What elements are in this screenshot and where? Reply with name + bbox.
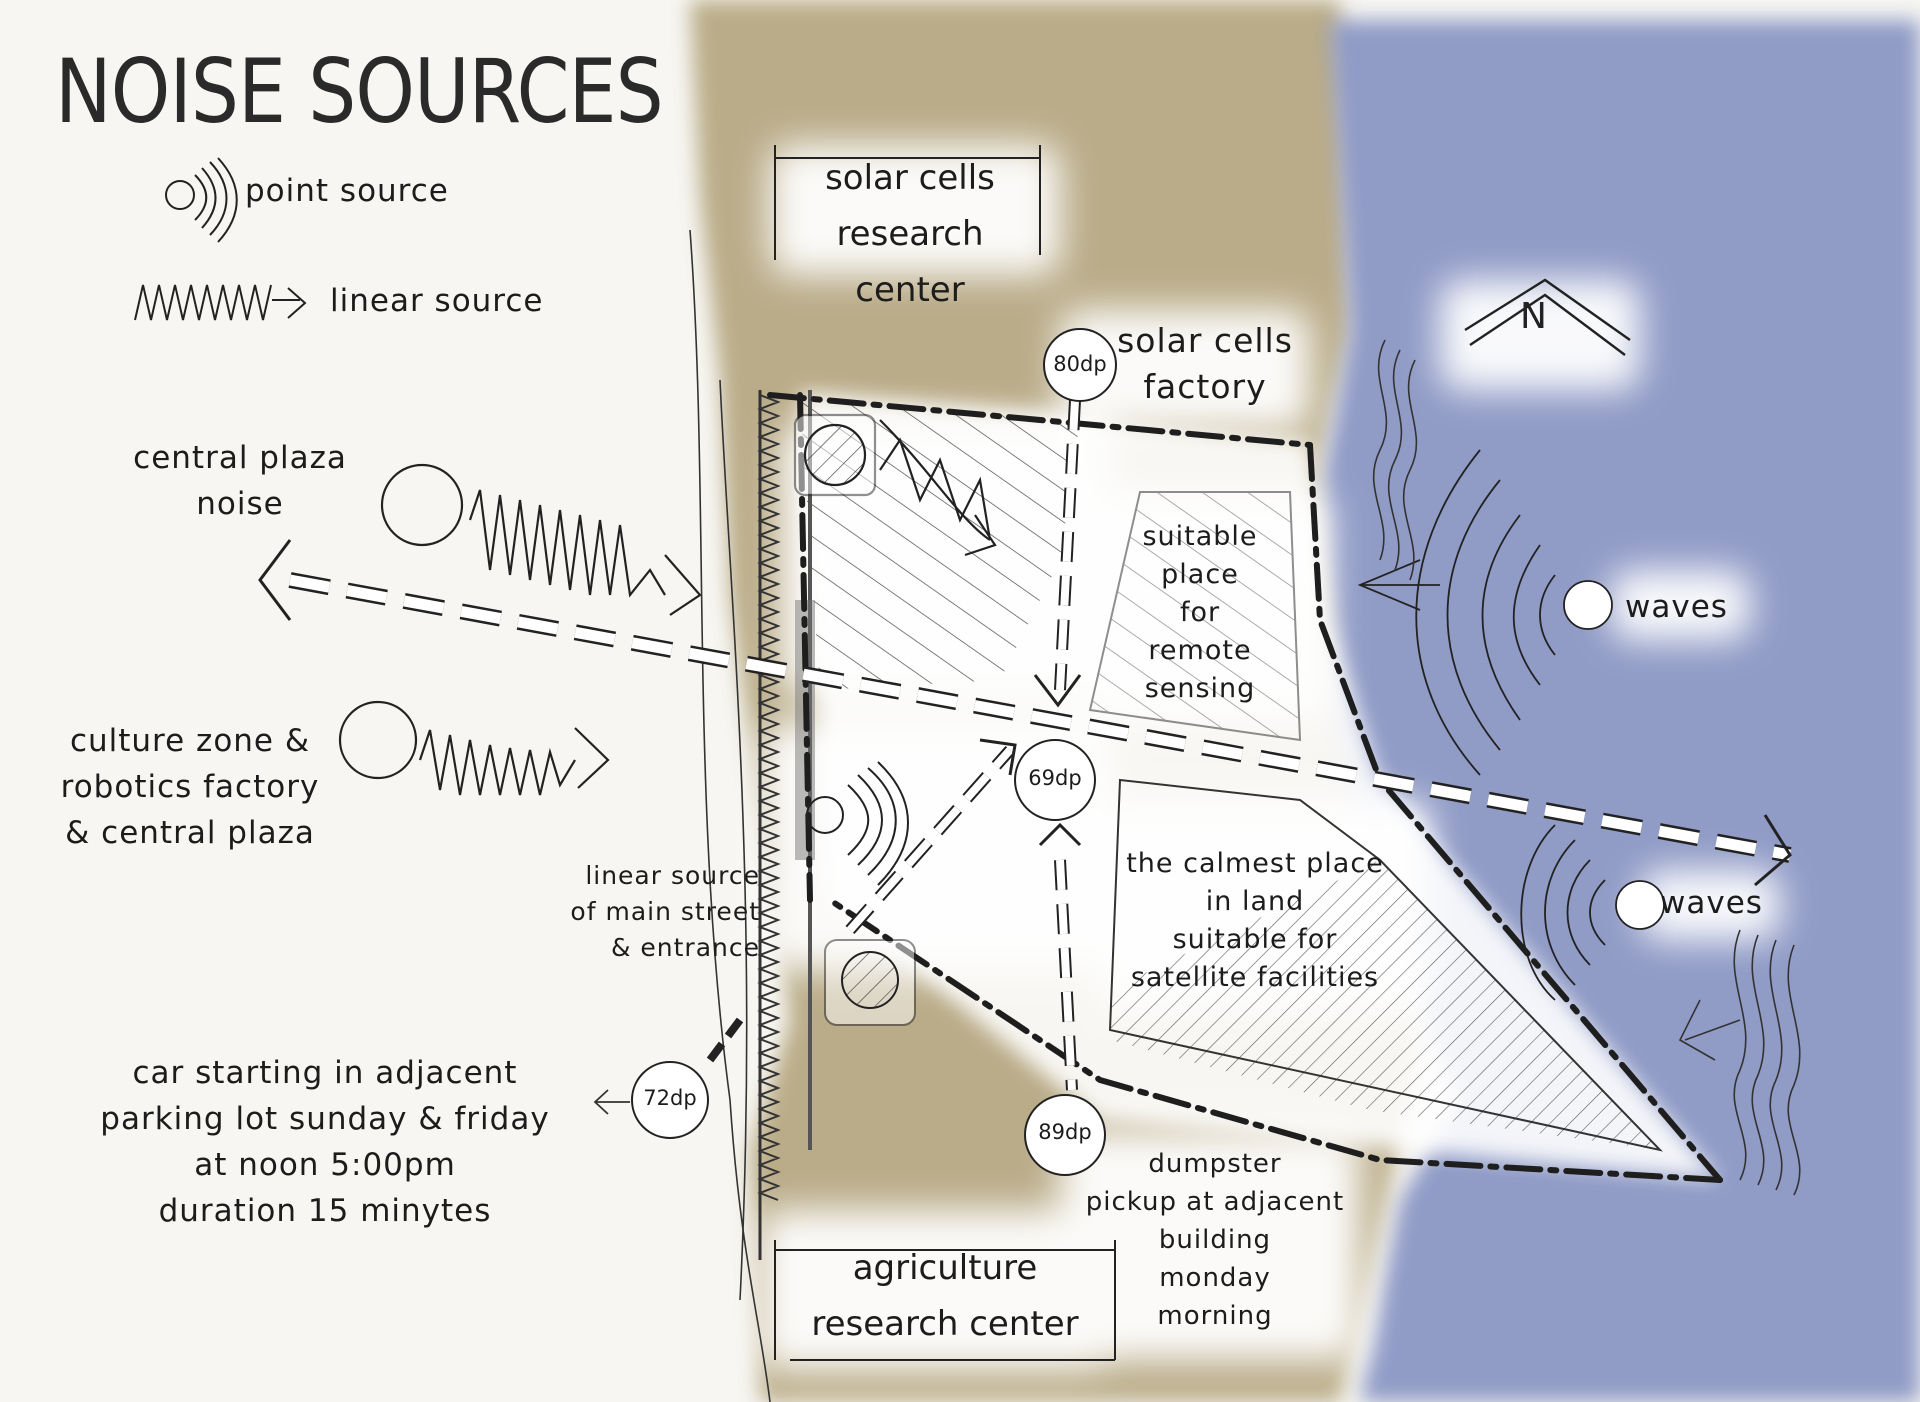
parking-arrow: [593, 1089, 630, 1115]
decibel-circles: [631, 328, 1117, 1176]
waves-bottom-source: [1520, 824, 1665, 1001]
waves-top-label: waves: [1625, 589, 1728, 625]
calmest-zone-outline: [1108, 778, 1664, 1152]
factory-point-source: [793, 413, 997, 557]
calmest-zone-hatch: [1110, 860, 1660, 1150]
decibel-dumpster: 89dp: [1038, 1120, 1092, 1144]
north-label: N: [1520, 296, 1547, 337]
legend-linear-source-symbol: [134, 284, 307, 321]
legend-point-source-symbol: [165, 157, 238, 243]
decibel-parking: 72dp: [643, 1086, 697, 1110]
waves-top-source: [1357, 449, 1613, 776]
calmest-place-label: the calmest place in land suitable for s…: [1126, 848, 1384, 993]
waves-bottom-label: waves: [1660, 885, 1763, 921]
sea-area: [1320, 20, 1920, 1402]
page-title: NOISE SOURCES: [55, 40, 664, 143]
decibel-solar-factory: 80dp: [1053, 352, 1107, 376]
sketch-lines: [689, 229, 771, 1402]
dashed-axis: [258, 399, 1792, 1091]
agriculture-research-center-box: agriculture research center: [811, 1248, 1079, 1344]
car-starting-label: car starting in adjacent parking lot sun…: [100, 1055, 550, 1229]
remote-sensing-label: suitable place for remote sensing: [1142, 521, 1258, 704]
culture-zone-label: culture zone & robotics factory & centra…: [60, 723, 320, 851]
remote-sensing-zone: [1088, 491, 1302, 742]
solar-factory-label: solar cells factory: [1117, 321, 1293, 406]
legend-point-source-label: point source: [245, 173, 449, 209]
entrance-point-source: [806, 761, 909, 886]
north-arrow: [1464, 278, 1631, 356]
box-outlines: [774, 145, 1116, 1361]
solar-research-center-box: solar cells research center: [825, 158, 995, 310]
dumpster-label: dumpster pickup at adjacent building mon…: [1085, 1149, 1345, 1331]
main-street-label: linear source of main street & entrance: [570, 861, 760, 962]
culture-zone-source: [338, 700, 610, 796]
central-plaza-noise-label: central plaza noise: [133, 440, 347, 522]
central-plaza-source: [380, 463, 702, 616]
decibel-center: 69dp: [1028, 766, 1082, 790]
parking-point-source: [824, 939, 916, 1026]
legend-linear-source-label: linear source: [330, 283, 544, 319]
sea-wave-lines: [1372, 339, 1801, 1196]
